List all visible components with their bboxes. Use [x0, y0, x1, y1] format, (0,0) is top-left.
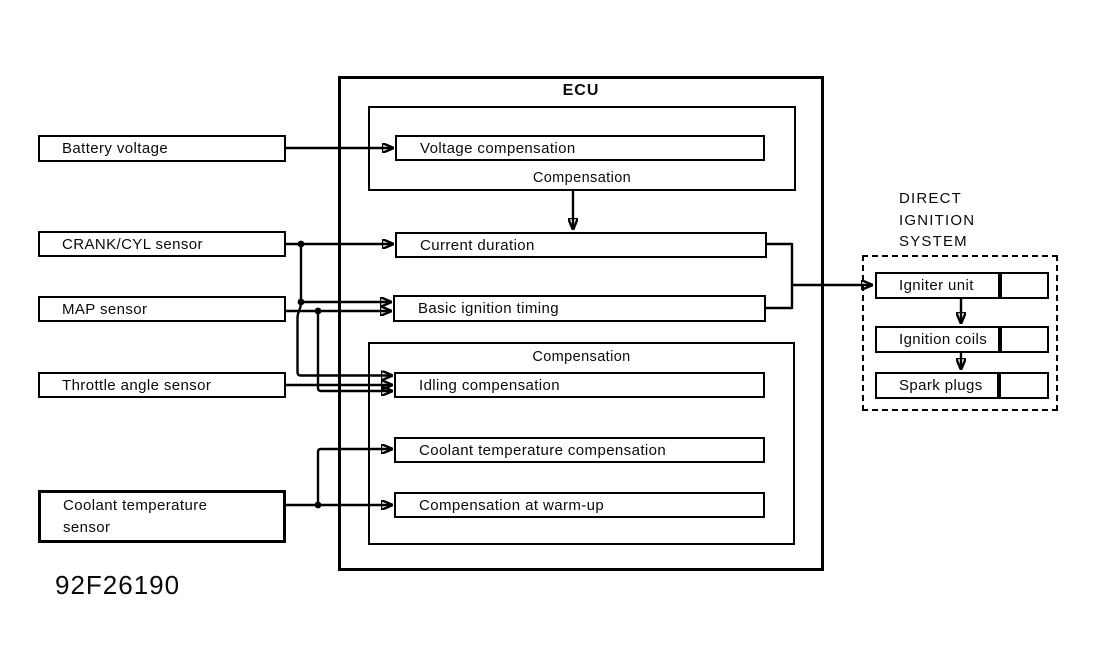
ignition-coils-label: Ignition coils: [899, 331, 988, 348]
map-junction-dot: [314, 307, 322, 315]
voltage-compensation-box: Voltage compensation: [395, 135, 765, 161]
crank-cyl-sensor-label: CRANK/CYL sensor: [62, 235, 203, 253]
coolant-temperature-sensor-box: Coolant temperature sensor: [38, 490, 286, 543]
current-duration-label: Current duration: [420, 236, 535, 254]
idling-compensation-box: Idling compensation: [394, 372, 765, 398]
figure-code: 92F26190: [55, 570, 181, 600]
coolant-junction-dot: [314, 501, 322, 509]
battery-voltage-label: Battery voltage: [62, 140, 169, 157]
ignition-coils-divider: [998, 327, 1002, 352]
battery-voltage-box: Battery voltage: [38, 135, 286, 162]
compensation-group-box: [368, 342, 795, 545]
throttle-angle-sensor-box: Throttle angle sensor: [38, 372, 286, 398]
igniter-unit-label: Igniter unit: [899, 277, 974, 294]
dis-title-line2: IGNITION: [899, 211, 976, 229]
igniter-unit-divider: [998, 273, 1002, 298]
coolant-temperature-compensation-box: Coolant temperature compensation: [394, 437, 765, 463]
basic-ignition-timing-label: Basic ignition timing: [418, 300, 559, 317]
direct-ignition-system-title: DIRECT IGNITION SYSTEM: [899, 188, 975, 253]
spark-plugs-box: Spark plugs: [875, 372, 1049, 399]
compensation-lower-label: Compensation: [532, 349, 631, 365]
compensation-at-warm-up-box: Compensation at warm-up: [394, 492, 765, 518]
coolant-temperature-sensor-label-line2: sensor: [63, 518, 111, 536]
dis-title-line1: DIRECT: [899, 190, 963, 207]
coolant-temperature-compensation-label: Coolant temperature compensation: [419, 441, 667, 459]
direct-ignition-system-dashed-box: [862, 255, 1058, 411]
current-duration-box: Current duration: [395, 232, 767, 258]
coolant-temperature-sensor-label-line1: Coolant temperature: [63, 496, 208, 514]
crank-junction-dot: [297, 240, 305, 248]
compensation-upper-label: Compensation: [532, 170, 632, 186]
spark-plugs-label: Spark plugs: [899, 377, 983, 394]
crank-cyl-sensor-box: CRANK/CYL sensor: [38, 231, 286, 257]
voltage-compensation-label: Voltage compensation: [420, 139, 576, 157]
ecu-title: ECU: [562, 82, 600, 99]
igniter-unit-box: Igniter unit: [875, 272, 1049, 299]
crank-branch-junction-dot: [297, 298, 305, 306]
map-sensor-box: MAP sensor: [38, 296, 286, 322]
spark-plugs-divider: [997, 373, 1001, 398]
basic-ignition-timing-box: Basic ignition timing: [393, 295, 766, 322]
dis-title-line3: SYSTEM: [899, 233, 968, 250]
compensation-at-warm-up-label: Compensation at warm-up: [419, 496, 605, 514]
throttle-angle-sensor-label: Throttle angle sensor: [62, 376, 212, 394]
idling-compensation-label: Idling compensation: [419, 376, 561, 394]
map-sensor-label: MAP sensor: [62, 300, 148, 318]
ignition-coils-box: Ignition coils: [875, 326, 1049, 353]
